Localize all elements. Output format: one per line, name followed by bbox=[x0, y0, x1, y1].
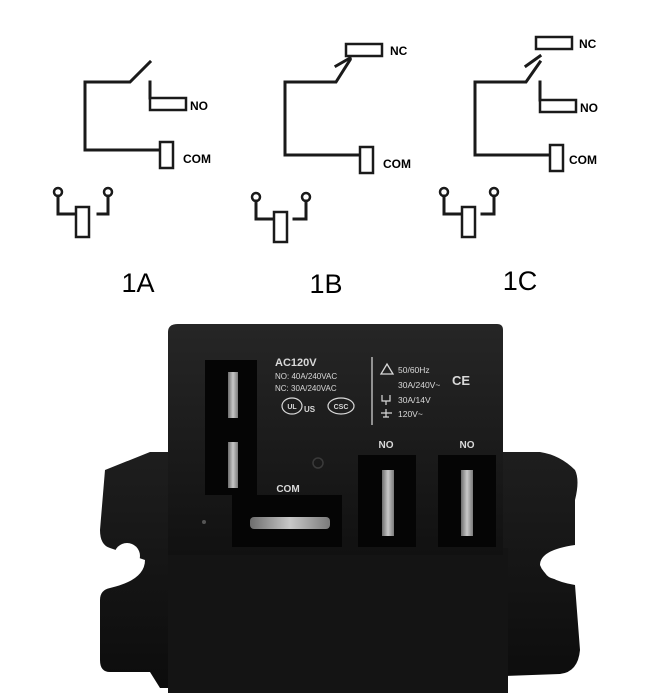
diagram-1b-nc-contact bbox=[344, 42, 384, 58]
relay-model-text: AC120V bbox=[275, 357, 317, 369]
diagram-1b-com-label: COM bbox=[383, 157, 411, 171]
diagram-1c-nc-label: NC bbox=[579, 37, 597, 51]
relay-no-marking-1: NO bbox=[379, 440, 394, 451]
relay-coil-voltage-text: 120V~ bbox=[398, 409, 423, 419]
relay-coil-pin-upper bbox=[228, 372, 238, 418]
diagram-1a-armature-wire bbox=[83, 59, 162, 152]
relay-pin1-dot bbox=[202, 520, 206, 524]
relay-no-pin-1 bbox=[382, 470, 394, 536]
diagram-1c-nc-contact bbox=[534, 35, 574, 51]
relay-contact-symbol-icon bbox=[381, 395, 391, 405]
diagram-1c-com-label: COM bbox=[569, 153, 597, 167]
relay-no-marking-2: NO bbox=[460, 440, 475, 451]
diagram-1c-coil-symbol bbox=[438, 186, 500, 239]
relay-freq-text: 50/60Hz bbox=[398, 365, 430, 375]
diagram-1b-nc-label: NC bbox=[390, 44, 408, 58]
relay-mounting-hole-left bbox=[114, 543, 140, 569]
diagram-1a-caption: 1A bbox=[121, 268, 154, 298]
relay-photo: COM NO NO AC120V NO: 40A/240VAC NC: 30A/… bbox=[100, 324, 580, 693]
relay-ul-logo: UL bbox=[281, 397, 303, 415]
relay-coil-symbol-icon bbox=[381, 409, 392, 418]
relay-no-pin-2 bbox=[461, 470, 473, 536]
relay-mounting-flange-right bbox=[490, 452, 580, 690]
relay-com-marking: COM bbox=[276, 484, 299, 495]
relay-csc-logo: CSC bbox=[327, 397, 355, 415]
diagram-1c-caption: 1C bbox=[503, 266, 538, 296]
relay-rating-nc-text: NC: 30A/240VAC bbox=[275, 384, 337, 393]
diagram-1b-caption: 1B bbox=[309, 269, 342, 299]
diagram-1b-nc-stem bbox=[333, 55, 353, 69]
diagram-1a-no-contact bbox=[148, 96, 188, 112]
relay-mounting-hole-right bbox=[543, 553, 569, 579]
relay-us-mark: US bbox=[304, 405, 316, 414]
relay-rating-ac-text: 30A/240V~ bbox=[398, 380, 440, 390]
relay-com-pin bbox=[250, 517, 330, 529]
diagram-1c-no-contact bbox=[538, 98, 578, 114]
diagram-1c: NC NO COM 1C bbox=[438, 35, 598, 296]
diagram-1a: NO COM 1A bbox=[52, 59, 211, 298]
diagram-1a-com-label: COM bbox=[183, 152, 211, 166]
relay-rating-dc-text: 30A/14V bbox=[398, 395, 431, 405]
diagram-1a-coil-symbol bbox=[52, 186, 114, 239]
diagram-1c-nc-stem bbox=[523, 53, 543, 69]
diagram-1a-com-contact bbox=[158, 140, 175, 170]
svg-text:UL: UL bbox=[287, 404, 297, 411]
diagram-1c-com-contact bbox=[548, 143, 565, 173]
diagram-1b-com-contact bbox=[358, 145, 375, 175]
relay-rating-no-text: NO: 40A/240VAC bbox=[275, 372, 337, 381]
relay-body-lower bbox=[168, 548, 508, 693]
diagram-1a-no-label: NO bbox=[190, 99, 208, 113]
relay-warning-triangle-icon bbox=[379, 362, 395, 375]
relay-coil-pin-lower bbox=[228, 442, 238, 488]
relay-ce-mark: CE bbox=[452, 373, 470, 388]
diagram-1c-no-label: NO bbox=[580, 101, 598, 115]
diagram-1c-armature-wire bbox=[473, 59, 552, 157]
svg-text:CSC: CSC bbox=[334, 404, 349, 411]
relay-mounting-flange-left bbox=[100, 452, 190, 688]
diagram-1b-coil-symbol bbox=[250, 191, 312, 244]
diagram-1b: NC COM 1B bbox=[250, 42, 411, 299]
relay-center-mark bbox=[312, 457, 324, 469]
diagram-1b-armature-wire bbox=[283, 57, 362, 157]
